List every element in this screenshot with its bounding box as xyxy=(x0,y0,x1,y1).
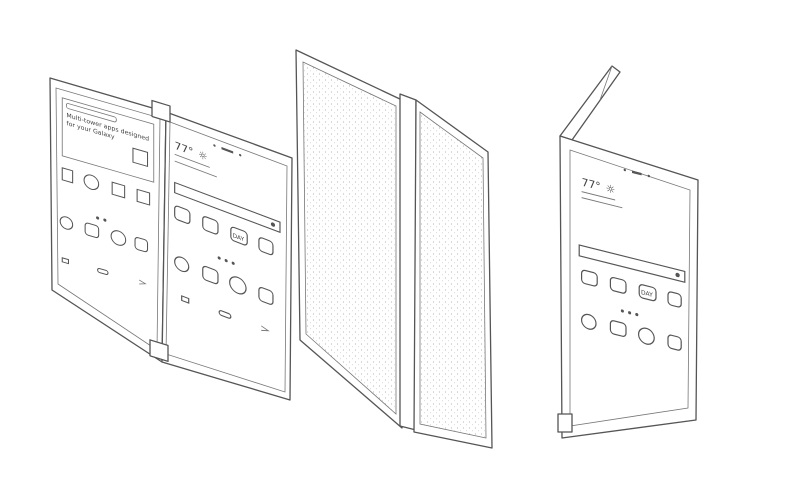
camera-icon xyxy=(609,276,627,294)
right-panel xyxy=(161,111,293,401)
weather-temp: 77° xyxy=(582,176,601,194)
svg-text:DAY: DAY xyxy=(233,232,245,243)
message-icon xyxy=(609,320,627,337)
app-icon xyxy=(581,269,598,287)
browser-icon xyxy=(229,276,247,295)
folded-panel xyxy=(559,65,621,141)
back-button[interactable] xyxy=(139,279,147,286)
app-icon xyxy=(174,205,191,224)
app-grid-icon xyxy=(132,147,149,168)
browser-icon xyxy=(638,327,655,345)
message-icon xyxy=(202,265,219,285)
back-button[interactable] xyxy=(261,325,270,333)
back-hinge xyxy=(399,93,417,431)
search-bar[interactable] xyxy=(578,244,686,283)
app-grid-icon xyxy=(258,237,274,256)
mic-icon[interactable] xyxy=(675,272,680,278)
camera-icon xyxy=(202,216,219,235)
recent-button[interactable] xyxy=(181,295,190,304)
apps-icon xyxy=(134,237,149,253)
search-bar[interactable] xyxy=(174,181,281,234)
folded-device: 77° ☼ DAY xyxy=(557,65,699,439)
hinge-bottom xyxy=(149,339,169,363)
phone-icon xyxy=(174,256,190,273)
sun-icon: ☼ xyxy=(606,182,616,197)
app-icon xyxy=(111,181,126,199)
main-panel-screen: 77° ☼ DAY xyxy=(578,168,686,351)
svg-text:DAY: DAY xyxy=(641,289,653,299)
app-grid-icon xyxy=(667,291,682,308)
phone-icon xyxy=(581,313,597,330)
hinge-top xyxy=(151,99,171,123)
browser-icon xyxy=(110,230,127,246)
apps-icon xyxy=(667,334,682,351)
calendar-icon xyxy=(230,226,248,246)
sun-icon: ☼ xyxy=(198,148,207,164)
main-panel xyxy=(559,135,699,439)
hinge xyxy=(557,413,573,433)
mic-icon[interactable] xyxy=(270,222,276,228)
phone-icon xyxy=(59,216,74,230)
device-back-view xyxy=(295,49,493,449)
recent-button[interactable] xyxy=(61,257,69,265)
message-icon xyxy=(84,222,100,239)
unfolded-device: Multi-tower apps designed for your Galax… xyxy=(49,77,293,401)
apps-icon xyxy=(258,286,274,305)
folder-icon xyxy=(61,167,74,184)
calendar-icon xyxy=(638,284,657,302)
home-button[interactable] xyxy=(218,310,232,319)
app-icon xyxy=(83,174,100,191)
home-button[interactable] xyxy=(97,267,109,276)
app-icon xyxy=(136,188,151,206)
